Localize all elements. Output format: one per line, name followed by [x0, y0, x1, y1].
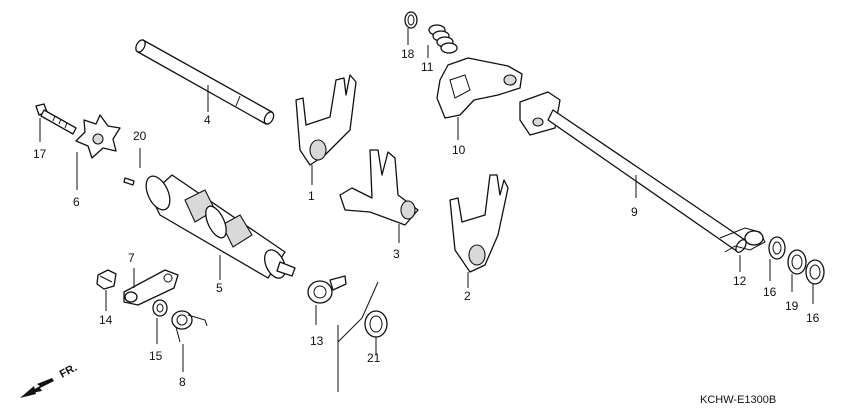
label-8: 8: [179, 375, 186, 389]
label-12: 12: [733, 274, 747, 288]
label-20: 20: [133, 129, 147, 143]
reference-line: [361, 281, 379, 319]
label-16a: 16: [763, 285, 777, 299]
bolt: [35, 103, 77, 135]
label-14: 14: [99, 313, 113, 327]
label-21: 21: [367, 351, 381, 365]
shift-fork-left: [339, 149, 419, 226]
label-15: 15: [149, 349, 163, 363]
fork-shaft: [135, 39, 275, 125]
label-9: 9: [631, 205, 638, 219]
stopper-arm-spring: [171, 310, 208, 343]
label-4: 4: [204, 113, 211, 127]
shift-drum-guide: [307, 275, 347, 304]
label-18: 18: [401, 47, 415, 61]
shift-drum-center-plate: [75, 114, 121, 159]
washer-16b: [805, 259, 825, 285]
return-spring: [428, 24, 458, 54]
stopper-arm-bolt: [96, 269, 117, 290]
stopper-arm: [123, 269, 179, 306]
thrust-washer: [364, 310, 388, 338]
circlip: [404, 11, 418, 29]
shift-fork-right: [449, 174, 509, 273]
label-19: 19: [785, 299, 799, 313]
label-7: 7: [128, 251, 135, 265]
label-11: 11: [421, 60, 434, 74]
oil-seal: [787, 249, 807, 275]
label-6: 6: [73, 195, 80, 209]
torsion-spring: [719, 227, 766, 253]
label-3: 3: [393, 247, 400, 261]
shift-plate: [436, 57, 523, 119]
front-direction-arrow-icon: [20, 378, 54, 398]
label-1: 1: [308, 189, 315, 203]
label-10: 10: [452, 143, 466, 157]
shift-fork-center: [295, 74, 357, 166]
shift-drum: [145, 174, 296, 279]
label-13: 13: [310, 334, 324, 348]
reference-line: [337, 317, 363, 343]
label-5: 5: [216, 281, 223, 295]
drawing-code: KCHW-E1300B: [700, 394, 776, 406]
gearshift-spindle: [519, 91, 747, 253]
label-17: 17: [33, 147, 47, 161]
label-2: 2: [464, 289, 471, 303]
front-direction-label: FR.: [58, 362, 79, 381]
washer-16a: [768, 236, 786, 260]
label-16b: 16: [806, 311, 820, 325]
dowel-pin: [123, 177, 135, 186]
collar: [152, 299, 168, 317]
